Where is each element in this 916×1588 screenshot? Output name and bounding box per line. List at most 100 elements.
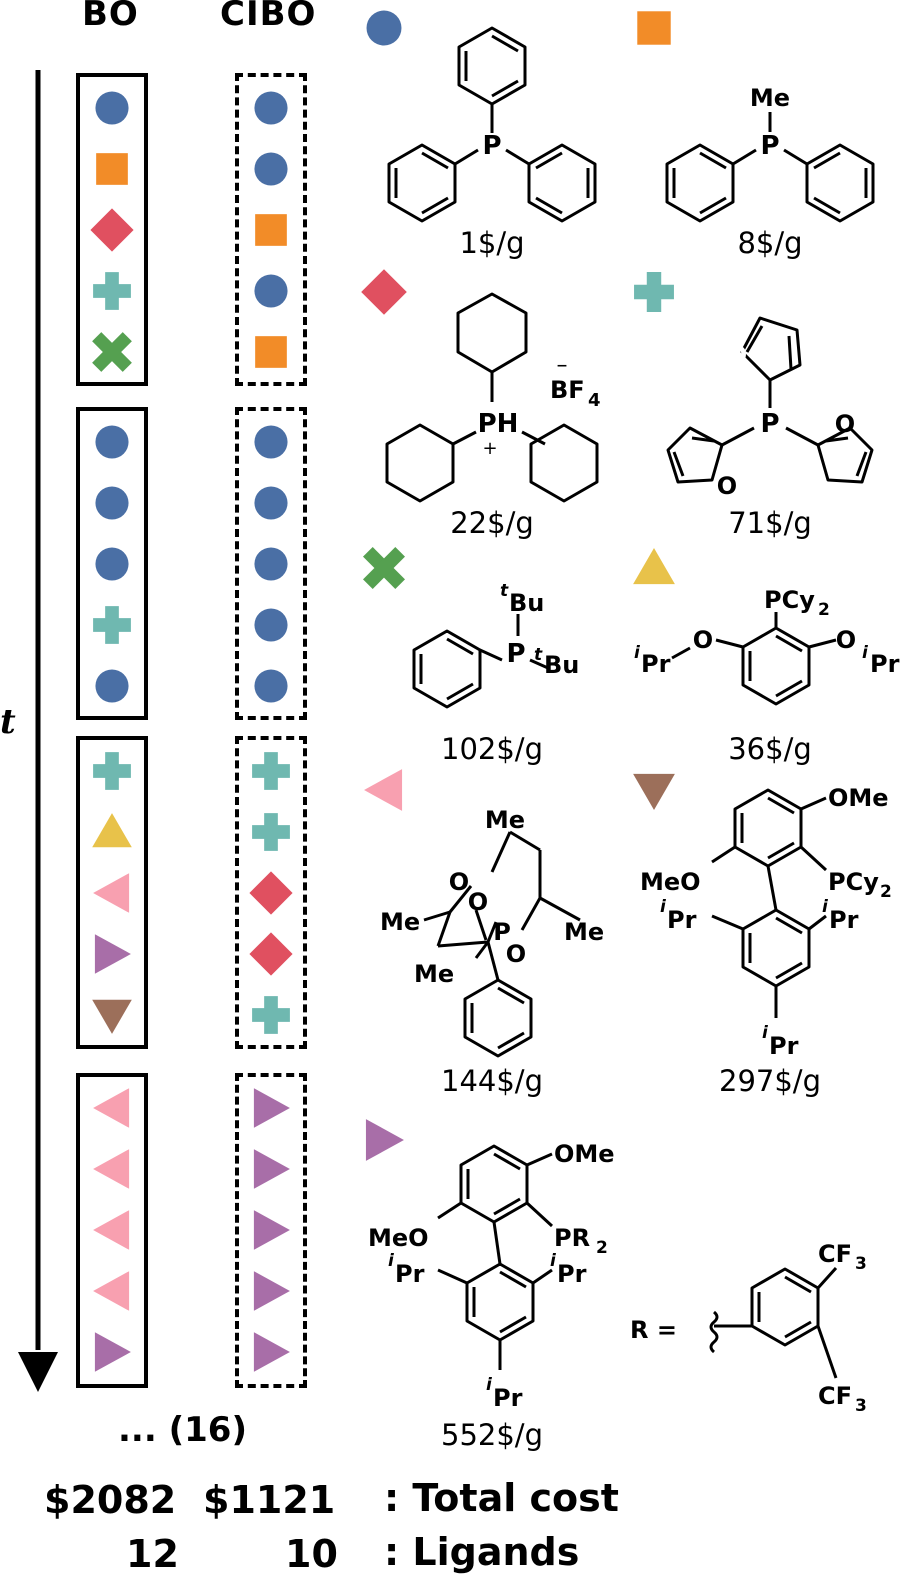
marker-square (255, 336, 287, 368)
label-meo: MeO (640, 868, 701, 896)
marker-triangle-left (93, 1149, 130, 1189)
structure-mepph2: Me P (665, 84, 875, 223)
marker-circle (95, 669, 129, 703)
structure-cage-phosphine: Me O O P O Me Me Me (380, 806, 604, 1058)
label-me: Me (485, 806, 525, 834)
marker-circle (95, 547, 129, 581)
price-pcy3-hbf4: 22$/g (450, 506, 534, 540)
anion-sub: 4 (588, 390, 601, 411)
price-ptbu2ph: 102$/g (441, 732, 543, 766)
structure-brettphos: OMe MeO PCy 2 i Pr i Pr i Pr (640, 784, 892, 1060)
marker-triangle-left (93, 1088, 130, 1128)
marker-plus (93, 272, 131, 310)
label-t: t (500, 581, 509, 601)
marker-triangle-right (253, 1149, 290, 1189)
marker-square (637, 11, 671, 45)
marker-triangle-up (633, 548, 675, 585)
atom-p: P (506, 639, 525, 669)
marker-circle (254, 547, 288, 581)
label-me: Me (564, 918, 604, 946)
atom-o: O (468, 888, 488, 916)
marker-triangle-up (92, 813, 132, 848)
cibo-batch-3 (235, 736, 307, 1049)
label-cf3: CF (818, 1240, 852, 1268)
label-meo: MeO (368, 1224, 429, 1252)
label-pcy: PCy (764, 586, 815, 614)
atom-o: O (717, 472, 737, 500)
bo-header: BO (82, 0, 139, 34)
atom-o: O (449, 868, 469, 896)
price-pph3: 1$/g (459, 226, 525, 260)
charge-plus: + (482, 438, 497, 459)
label-pr: Pr (641, 650, 671, 678)
structure-ptbu2ph: P t Bu t Bu (412, 581, 579, 709)
marker-plus (252, 752, 290, 790)
label-sub: 2 (596, 1238, 608, 1258)
marker-triangle-left (93, 873, 130, 913)
marker-circle (95, 425, 129, 459)
label-pcy: PCy (828, 868, 879, 896)
marker-circle (254, 91, 288, 125)
total-cost-label: : Total cost (384, 1476, 619, 1520)
label-pr: Pr (829, 906, 859, 934)
label-i: i (822, 897, 829, 917)
marker-circle (254, 486, 288, 520)
price-ruphos: 36$/g (728, 732, 812, 766)
label-pr: Pr (395, 1260, 425, 1288)
structure-jackiephos: OMe MeO PR 2 i Pr i Pr i Pr R = CF 3 CF … (368, 1140, 867, 1416)
label-r-equals: R = (630, 1316, 677, 1344)
label-pr: Pr (769, 1032, 799, 1060)
label-sub: 3 (855, 1396, 867, 1416)
label-pr: Pr (557, 1260, 587, 1288)
atom-p: P (760, 409, 779, 439)
marker-circle (254, 274, 288, 308)
price-brettphos: 297$/g (719, 1064, 821, 1098)
atom-o: O (836, 626, 856, 654)
marker-plus (634, 272, 674, 312)
bo-batch-3 (76, 736, 148, 1049)
label-i: i (862, 643, 869, 663)
atom-o: O (727, 341, 747, 369)
label-ome: OMe (828, 784, 889, 812)
marker-square (96, 153, 128, 185)
marker-cross (92, 332, 132, 372)
label-pr: Pr (667, 906, 697, 934)
anion-bf: BF (550, 376, 585, 404)
structure-ruphos: PCy 2 O O i Pr i Pr (634, 586, 900, 706)
bo-total-cost: $2082 (44, 1478, 177, 1522)
bo-batch-4 (76, 1073, 148, 1388)
marker-triangle-down (92, 999, 132, 1034)
label-i: i (634, 643, 641, 663)
label-bu: Bu (509, 589, 544, 617)
marker-diamond (249, 871, 293, 915)
cibo-ligand-count: 10 (285, 1532, 338, 1576)
marker-triangle-left (93, 1271, 130, 1311)
marker-circle (95, 91, 129, 125)
price-mepph2: 8$/g (737, 226, 803, 260)
bo-ligand-count: 12 (126, 1532, 179, 1576)
label-me: Me (414, 960, 454, 988)
atom-p: P (493, 918, 511, 946)
ligands-label: : Ligands (384, 1530, 580, 1574)
marker-triangle-right (253, 1088, 290, 1128)
marker-plus (252, 996, 290, 1034)
label-i: i (762, 1023, 769, 1043)
marker-triangle-right (94, 934, 131, 974)
time-axis-arrow (18, 70, 58, 1392)
price-cage-phosphine: 144$/g (441, 1064, 543, 1098)
marker-plus (93, 606, 131, 644)
bo-batch-1 (76, 73, 148, 386)
label-i: i (660, 897, 667, 917)
label-pr2: PR (554, 1224, 590, 1252)
cibo-batch-4 (235, 1073, 307, 1388)
cibo-batch-1 (235, 73, 307, 386)
cibo-total-cost: $1121 (203, 1478, 336, 1522)
label-pr: Pr (493, 1384, 523, 1412)
marker-diamond (90, 208, 134, 252)
label-bu: Bu (544, 651, 579, 679)
marker-diamond (361, 269, 407, 315)
label-t: t (534, 645, 543, 665)
